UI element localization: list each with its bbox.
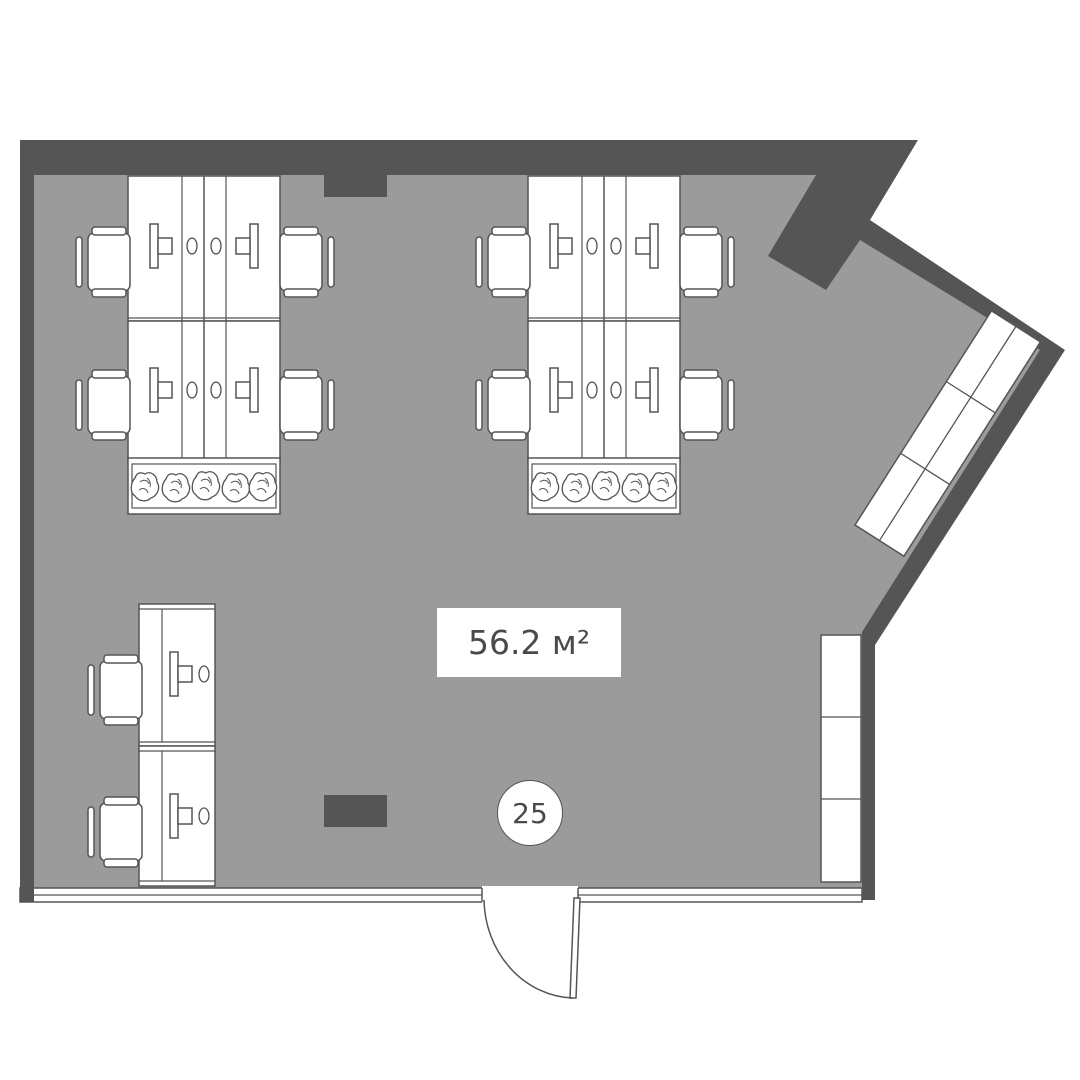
workstation-cluster-right (475, 175, 735, 464)
door[interactable] (481, 886, 581, 999)
room-number-badge[interactable]: 25 (497, 780, 563, 846)
planter-left (127, 457, 281, 515)
wall-desks (87, 603, 216, 887)
room-area-label: 56.2 м² (437, 608, 621, 677)
workstation-cluster-left (75, 175, 335, 464)
column-top (324, 175, 387, 197)
cabinet (820, 634, 862, 883)
planter-right (527, 457, 681, 515)
floor (34, 175, 1040, 888)
window-shelf (853, 309, 1042, 558)
column-middle (324, 795, 387, 827)
bottom-wall (19, 140, 863, 903)
